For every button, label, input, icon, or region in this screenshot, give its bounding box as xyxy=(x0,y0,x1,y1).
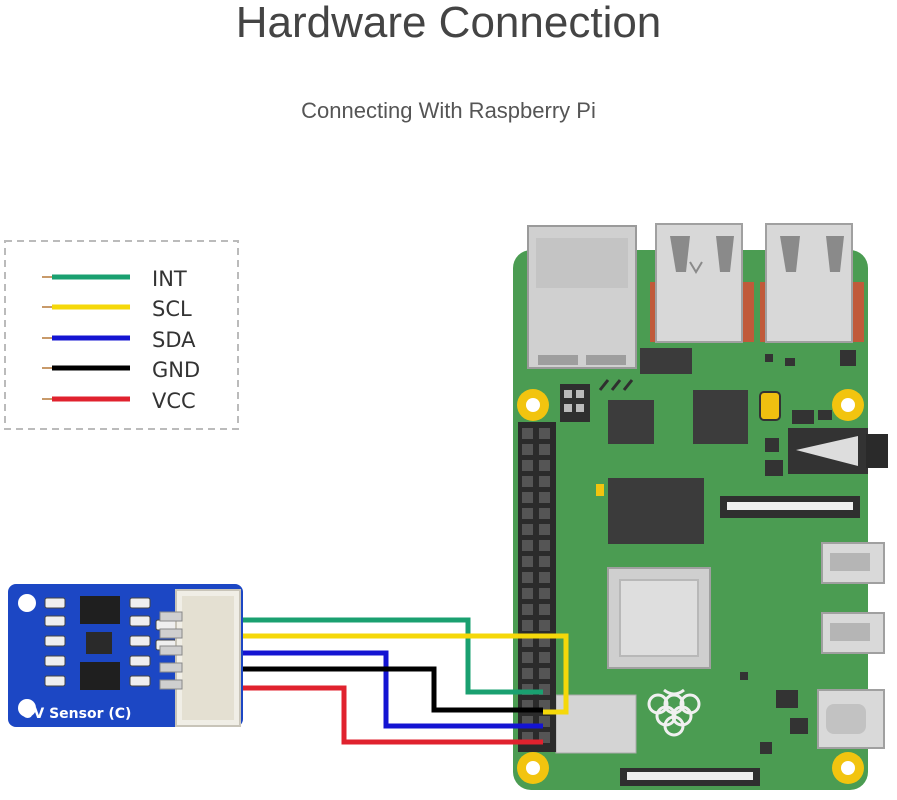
gpio-pin xyxy=(539,572,550,583)
micro-hdmi-port-1 xyxy=(821,542,885,584)
legend-label-gnd: GND xyxy=(152,358,200,382)
gpio-pin xyxy=(539,444,550,455)
page-subtitle: Connecting With Raspberry Pi xyxy=(301,98,596,123)
gpio-header xyxy=(518,422,556,752)
gpio-pin xyxy=(522,652,533,663)
gpio-pin xyxy=(539,460,550,471)
usb-port-1 xyxy=(650,223,754,343)
gpio-pin xyxy=(539,716,550,727)
gpio-pin xyxy=(522,444,533,455)
uv-sensor-board: UV Sensor (C) xyxy=(8,584,243,727)
gpio-pin xyxy=(522,636,533,647)
gpio-pin xyxy=(522,668,533,679)
mounting-holes xyxy=(517,389,864,784)
gpio-pin xyxy=(539,668,550,679)
gpio-pin xyxy=(522,428,533,439)
gpio-pin xyxy=(539,476,550,487)
gpio-pin xyxy=(539,524,550,535)
gpio-pin xyxy=(539,732,550,743)
gpio-pin xyxy=(539,620,550,631)
usb-port-2 xyxy=(760,223,864,343)
raspberry-logo xyxy=(647,688,701,737)
wire-scl xyxy=(238,633,569,715)
sensor-connector xyxy=(159,589,241,727)
wire-int xyxy=(238,617,543,695)
gpio-pin xyxy=(539,636,550,647)
legend-label-sda: SDA xyxy=(152,328,196,352)
legend-box xyxy=(4,240,239,430)
wires xyxy=(238,617,569,745)
gpio-pin xyxy=(522,604,533,615)
gpio-pin xyxy=(539,684,550,695)
gpio-pin xyxy=(522,732,533,743)
legend-label-scl: SCL xyxy=(152,297,192,321)
wire-legend: INT SCL SDA GND VCC xyxy=(4,240,239,430)
gpio-pin xyxy=(522,588,533,599)
legend-item-gnd: GND xyxy=(42,358,200,382)
raspberry-pi-board xyxy=(513,223,888,790)
legend-label-vcc: VCC xyxy=(152,389,196,413)
legend-item-sda: SDA xyxy=(42,328,196,352)
wire-vcc xyxy=(238,685,543,745)
micro-hdmi-port-2 xyxy=(821,612,885,654)
gpio-pin xyxy=(539,540,550,551)
gpio-pin xyxy=(539,588,550,599)
gpio-pin xyxy=(539,508,550,519)
gpio-pin xyxy=(522,524,533,535)
gpio-pin xyxy=(522,476,533,487)
page-title: Hardware Connection xyxy=(235,0,662,47)
gpio-pin xyxy=(522,556,533,567)
gpio-pin xyxy=(522,492,533,503)
gpio-pin xyxy=(522,460,533,471)
gpio-pin xyxy=(522,540,533,551)
gpio-pin xyxy=(539,652,550,663)
ethernet-port xyxy=(527,225,637,369)
sensor-label: UV Sensor (C) xyxy=(22,706,131,722)
wire-gnd xyxy=(238,666,543,713)
gpio-pin xyxy=(539,492,550,503)
ram-chip xyxy=(608,478,704,544)
gpio-pin xyxy=(522,620,533,631)
legend-item-scl: SCL xyxy=(42,297,192,321)
legend-label-int: INT xyxy=(152,267,187,291)
gpio-pin xyxy=(539,556,550,567)
gpio-pin xyxy=(539,700,550,711)
gpio-pin xyxy=(522,716,533,727)
gpio-pin xyxy=(522,508,533,519)
gpio-pin xyxy=(522,700,533,711)
legend-item-int: INT xyxy=(42,267,187,291)
wire-sda xyxy=(238,650,543,729)
audio-jack xyxy=(788,428,888,474)
processor-chip xyxy=(607,567,711,669)
gpio-pin xyxy=(539,428,550,439)
usb-c-power-port xyxy=(817,689,885,749)
legend-item-vcc: VCC xyxy=(42,389,196,413)
gpio-pin xyxy=(539,604,550,615)
gpio-pin xyxy=(522,572,533,583)
